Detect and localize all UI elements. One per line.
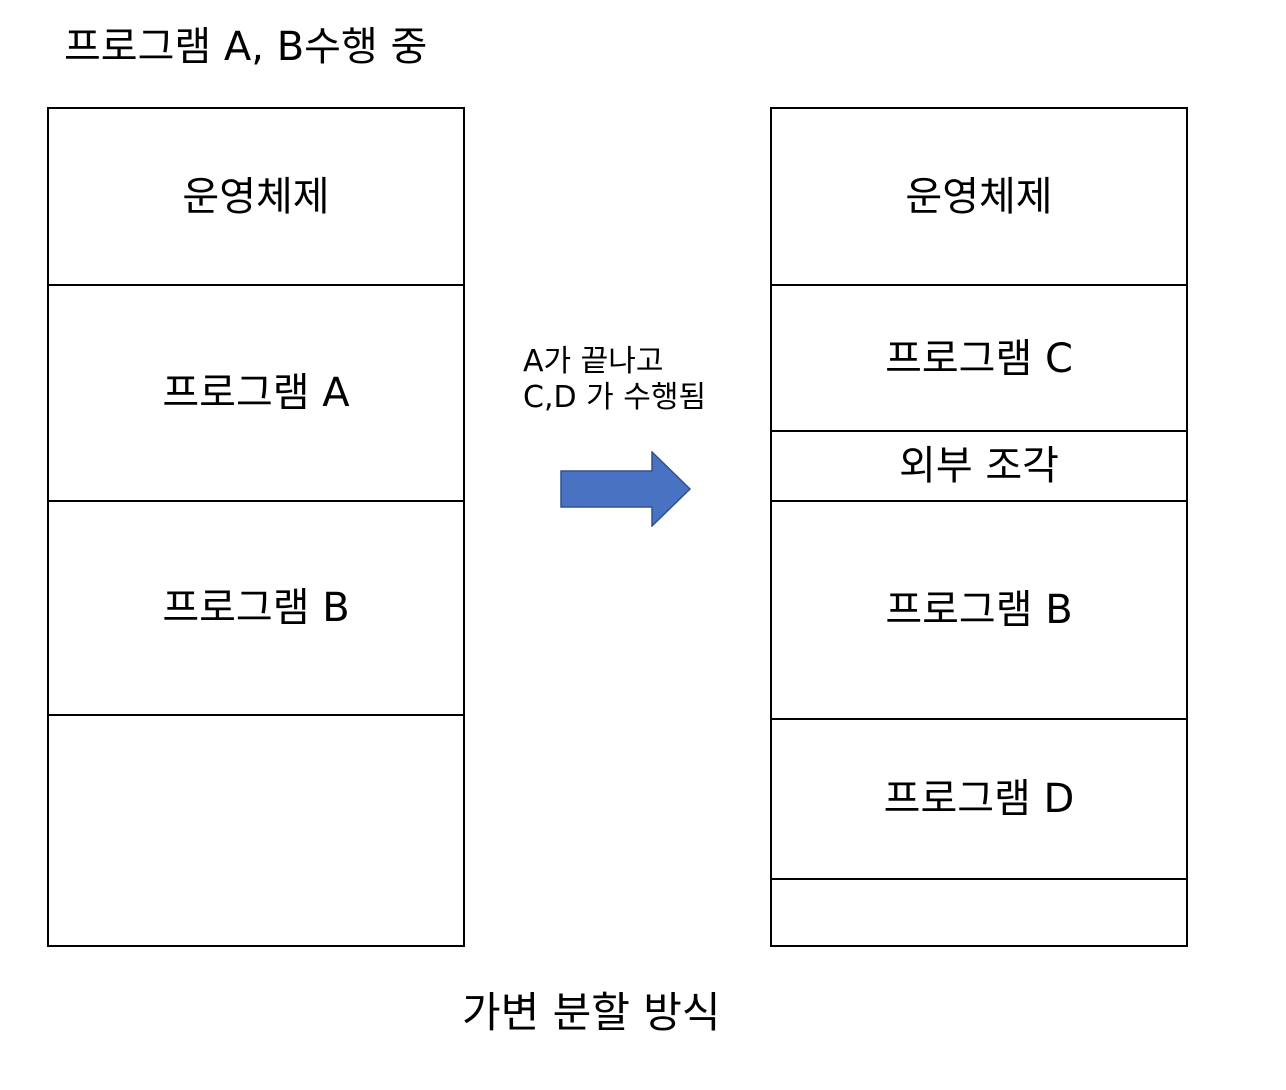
block-program-c: 프로그램 C bbox=[885, 335, 1073, 382]
diagram-title: 프로그램 A, B수행 중 bbox=[64, 24, 428, 70]
divider bbox=[772, 500, 1186, 502]
transition-line-1: A가 끝나고 bbox=[523, 344, 664, 379]
diagram-caption: 가변 분할 방식 bbox=[462, 988, 721, 1037]
block-free bbox=[49, 716, 463, 945]
memory-layout-before: 운영체제 프로그램 A 프로그램 B bbox=[47, 107, 465, 947]
block-os: 운영체제 bbox=[182, 174, 330, 220]
divider bbox=[772, 878, 1186, 880]
divider bbox=[772, 430, 1186, 432]
block-program-b: 프로그램 B bbox=[162, 585, 350, 631]
right-arrow-icon bbox=[560, 451, 692, 527]
block-program-d: 프로그램 D bbox=[883, 776, 1075, 822]
block-os: 운영체제 bbox=[905, 174, 1053, 220]
memory-layout-after: 운영체제 프로그램 C 외부 조각 프로그램 B 프로그램 D bbox=[770, 107, 1188, 947]
transition-label: A가 끝나고 C,D 가 수행됨 bbox=[523, 344, 706, 416]
block-free bbox=[772, 880, 1186, 945]
block-program-a: 프로그램 A bbox=[162, 370, 350, 416]
divider bbox=[772, 718, 1186, 720]
divider bbox=[49, 500, 463, 502]
block-program-b: 프로그램 B bbox=[885, 587, 1073, 633]
block-external-fragment: 외부 조각 bbox=[899, 443, 1059, 489]
divider bbox=[772, 284, 1186, 286]
divider bbox=[49, 284, 463, 286]
transition-line-2: C,D 가 수행됨 bbox=[523, 380, 707, 415]
divider bbox=[49, 714, 463, 716]
